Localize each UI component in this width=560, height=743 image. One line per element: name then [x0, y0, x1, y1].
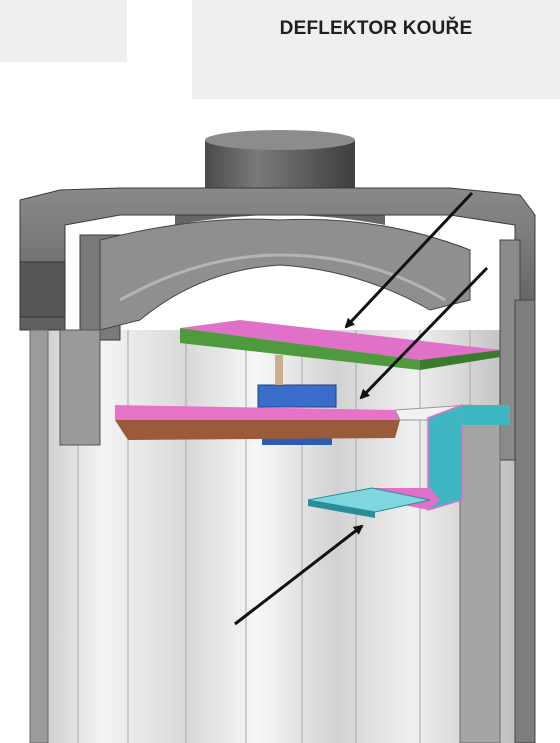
- title-box: DEFLEKTOR KOUŘE: [192, 0, 560, 99]
- stove-top-frame: [19, 187, 536, 743]
- page-title: DEFLEKTOR KOUŘE: [279, 18, 473, 39]
- blank-label-box: [0, 0, 127, 62]
- arrow-to-middle-deflector: [359, 266, 489, 400]
- arrow-to-lower-deflector: [234, 524, 364, 626]
- pointer-arrows: [234, 191, 489, 626]
- deflector-plate-top: [180, 320, 500, 370]
- deflector-plate-lower: [307, 403, 510, 518]
- arrow-to-top-deflector: [344, 191, 474, 329]
